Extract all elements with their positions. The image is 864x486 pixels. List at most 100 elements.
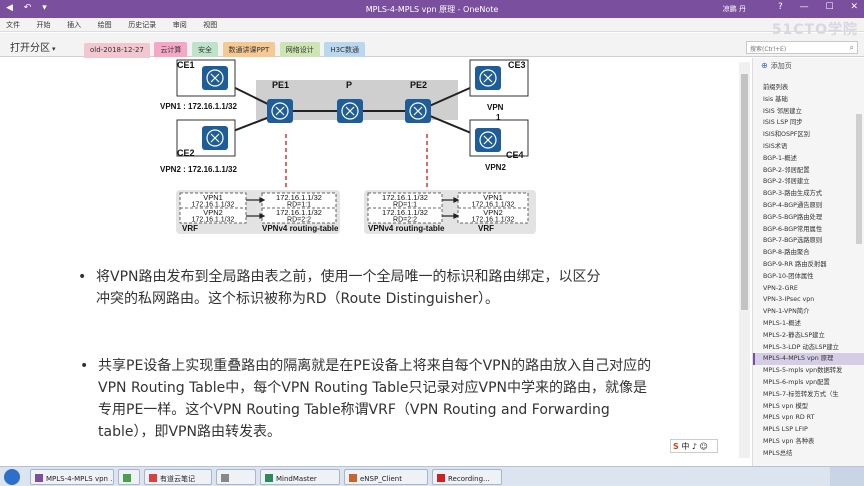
page-item[interactable]: ISIS 邻居建立 bbox=[763, 107, 802, 115]
section-tab[interactable]: H3C数通 bbox=[324, 42, 365, 57]
page-item[interactable]: BGP-6-BGP常用属性 bbox=[763, 225, 823, 233]
ribbon-tab-file[interactable]: 文件 bbox=[6, 21, 20, 29]
page-list-scrollbar[interactable] bbox=[856, 74, 862, 424]
page-item[interactable]: BGP-3-路由生成方式 bbox=[763, 190, 823, 198]
watermark-logo: 51CTO学院 bbox=[771, 22, 858, 38]
section-tab[interactable]: old-2018-12-27 bbox=[84, 43, 150, 58]
ribbon-tab-review[interactable]: 审阅 bbox=[172, 21, 187, 29]
vrf-left-row1-name: VPN1 bbox=[203, 193, 223, 202]
page-item[interactable]: MPLS-6-mpls vpn配置 bbox=[763, 378, 830, 386]
mindmaster-icon bbox=[265, 474, 273, 482]
section-tab[interactable]: 网络设计 bbox=[279, 42, 320, 57]
page-item[interactable]: 前缀列表 bbox=[763, 84, 789, 91]
add-page-button[interactable]: ⊕添加页 bbox=[753, 58, 864, 72]
page-item[interactable]: BGP-1-概述 bbox=[763, 154, 797, 162]
page-items: 前缀列表 Isis 基础 ISIS 邻居建立 ISIS LSP 同步 ISIS和… bbox=[753, 82, 864, 460]
taskbar-item[interactable]: Recording... bbox=[432, 469, 502, 485]
bullet-vrf: • 共享PE设备上实现重叠路由的隔离就是在PE设备上将来自每个VPN的路由放入自… bbox=[80, 355, 651, 443]
search-icon[interactable]: ⌕ bbox=[849, 43, 854, 52]
scrollbar-thumb[interactable] bbox=[741, 74, 748, 310]
page-item[interactable]: MPLS vpn 各种表 bbox=[763, 437, 815, 445]
taskbar-item[interactable] bbox=[118, 469, 140, 485]
page-item[interactable]: VPN-1-VPN简介 bbox=[763, 308, 810, 316]
taskbar-item[interactable] bbox=[216, 469, 256, 485]
page-list: ⊕添加页 前缀列表 Isis 基础 ISIS 邻居建立 ISIS LSP 同步 … bbox=[752, 58, 864, 466]
vrf-right-row2-name: VPN2 bbox=[483, 208, 503, 217]
canvas-scrollbar[interactable] bbox=[739, 62, 750, 458]
close-icon[interactable]: ✕ bbox=[850, 2, 858, 12]
page-item[interactable]: MPLS-1-概述 bbox=[763, 319, 801, 327]
notebook-selector[interactable]: 打开分区▾ bbox=[10, 39, 56, 54]
page-item[interactable]: MPLS-5-mpls vpn数据转发 bbox=[763, 367, 843, 375]
customize-icon[interactable]: ▾ bbox=[42, 3, 47, 13]
vpnv4-right-row2-ip: 172.16.1.1/32 bbox=[382, 208, 428, 217]
section-tabs-bar: 打开分区▾ old-2018-12-27 云计算 安全 数通讲课PPT 网络设计… bbox=[0, 33, 864, 58]
vrf-right-footer: VRF bbox=[478, 224, 494, 233]
ime-toolbar[interactable]: S 中 ♪ ☺ bbox=[670, 439, 718, 453]
page-item[interactable]: MPLS vpn RD RT bbox=[763, 414, 815, 422]
note-canvas[interactable]: CE1 CE2 CE3 CE4 PE1 P PE2 VPN1 : 172.16.… bbox=[0, 58, 752, 466]
minimize-icon[interactable]: — bbox=[799, 2, 809, 12]
page-item[interactable]: MPLS-3-LDP 动态LSP建立 bbox=[763, 343, 839, 351]
page-item[interactable]: BGP-10-团体属性 bbox=[763, 272, 814, 280]
page-item[interactable]: MPLS vpn 模型 bbox=[763, 402, 809, 410]
page-item[interactable]: BGP-2-邻居建立 bbox=[763, 178, 810, 186]
paragraph-line: 专用PE一样。这个VPN Routing Table称谓VRF（VPN Rout… bbox=[98, 402, 610, 418]
section-tabs: old-2018-12-27 云计算 安全 数通讲课PPT 网络设计 H3C数通 bbox=[84, 42, 367, 58]
page-item[interactable]: VPN-3-IPsec vpn bbox=[763, 296, 815, 304]
router-icon-ce2 bbox=[202, 126, 228, 150]
vpnv4-left-row1-ip: 172.16.1.1/32 bbox=[276, 193, 322, 202]
page-item[interactable]: VPN-2-GRE bbox=[763, 284, 798, 292]
taskbar-item[interactable]: MindMaster bbox=[260, 469, 340, 485]
page-item[interactable]: BGP-8-路由聚合 bbox=[763, 249, 810, 257]
user-name[interactable]: 凉鹏 丹 bbox=[722, 5, 746, 13]
system-tray[interactable] bbox=[830, 467, 864, 486]
page-item[interactable]: BGP-5-BGP路由处理 bbox=[763, 213, 823, 221]
page-item[interactable]: MPLS-2-静态LSP建立 bbox=[763, 331, 825, 339]
start-button[interactable] bbox=[4, 469, 20, 485]
ribbon-tab-insert[interactable]: 插入 bbox=[67, 21, 82, 29]
scrollbar-thumb[interactable] bbox=[856, 114, 862, 244]
vpnv4-right-row2-rd: RD=2:2 bbox=[393, 217, 417, 224]
page-item[interactable]: MPLS总结 bbox=[763, 449, 793, 457]
help-icon[interactable]: ? bbox=[777, 2, 783, 12]
page-item[interactable]: ISIS和OSPF区别 bbox=[763, 131, 810, 139]
plus-icon: ⊕ bbox=[761, 61, 768, 70]
page-item[interactable]: MPLS LSP LFIP bbox=[763, 426, 808, 434]
taskbar-item[interactable]: MPLS-4-MPLS vpn ... bbox=[30, 469, 114, 485]
router-icon-ce4 bbox=[475, 128, 501, 152]
page-item[interactable]: BGP-9-RR 路由反射器 bbox=[763, 260, 827, 268]
bullet-dot-icon: • bbox=[80, 358, 89, 374]
ribbon-tab-history[interactable]: 历史记录 bbox=[128, 21, 157, 29]
vpnv4-right-footer: VPNv4 routing-table bbox=[368, 224, 445, 233]
paragraph-line: table），即VPN路由转发表。 bbox=[98, 424, 281, 440]
page-item[interactable]: BGP-7-BGP选路原则 bbox=[763, 237, 823, 245]
page-item[interactable]: MPLS-7-标签转发方式（生 bbox=[763, 390, 839, 398]
back-icon[interactable]: ◀ bbox=[6, 3, 13, 13]
ribbon-tab-view[interactable]: 视图 bbox=[203, 21, 218, 29]
title-bar: ◀ ↶ ▾ MPLS-4-MPLS vpn 原理 - OneNote 凉鹏 丹 … bbox=[0, 0, 864, 18]
page-item[interactable]: Isis 基础 bbox=[763, 95, 788, 103]
page-item[interactable]: BGP-2-邻居配置 bbox=[763, 166, 810, 174]
section-tab[interactable]: 数通讲课PPT bbox=[222, 42, 276, 57]
search-input[interactable]: 搜索(Ctrl+E) ⌕ bbox=[746, 41, 858, 54]
add-page-label: 添加页 bbox=[770, 62, 792, 70]
vpnv4-left-row2-ip: 172.16.1.1/32 bbox=[276, 208, 322, 217]
mpls-vpn-diagram: CE1 CE2 CE3 CE4 PE1 P PE2 VPN1 : 172.16.… bbox=[160, 59, 536, 234]
ribbon-tab-home[interactable]: 开始 bbox=[36, 21, 51, 29]
page-item[interactable]: MPLS-4-MPLS vpn 原理 bbox=[753, 353, 864, 366]
section-tab[interactable]: 安全 bbox=[191, 42, 218, 57]
vrf-left-row2-name: VPN2 bbox=[203, 208, 223, 217]
ribbon-tab-draw[interactable]: 绘图 bbox=[97, 21, 112, 29]
paragraph-line: VPN Routing Table中，每个VPN Routing Table只记… bbox=[98, 380, 648, 396]
page-item[interactable]: ISIS LSP 同步 bbox=[763, 119, 803, 127]
undo-icon[interactable]: ↶ bbox=[23, 3, 32, 13]
taskbar-item[interactable]: 有道云笔记 bbox=[144, 469, 212, 485]
maximize-icon[interactable]: ☐ bbox=[825, 2, 834, 12]
taskbar-item[interactable]: eNSP_Client bbox=[344, 469, 428, 485]
page-item[interactable]: BGP-4-BGP通告原则 bbox=[763, 201, 823, 209]
window-title: MPLS-4-MPLS vpn 原理 - OneNote bbox=[365, 5, 499, 14]
page-item[interactable]: ISIS术语 bbox=[763, 142, 788, 150]
chevron-down-icon: ▾ bbox=[52, 45, 56, 53]
section-tab[interactable]: 云计算 bbox=[154, 42, 188, 57]
